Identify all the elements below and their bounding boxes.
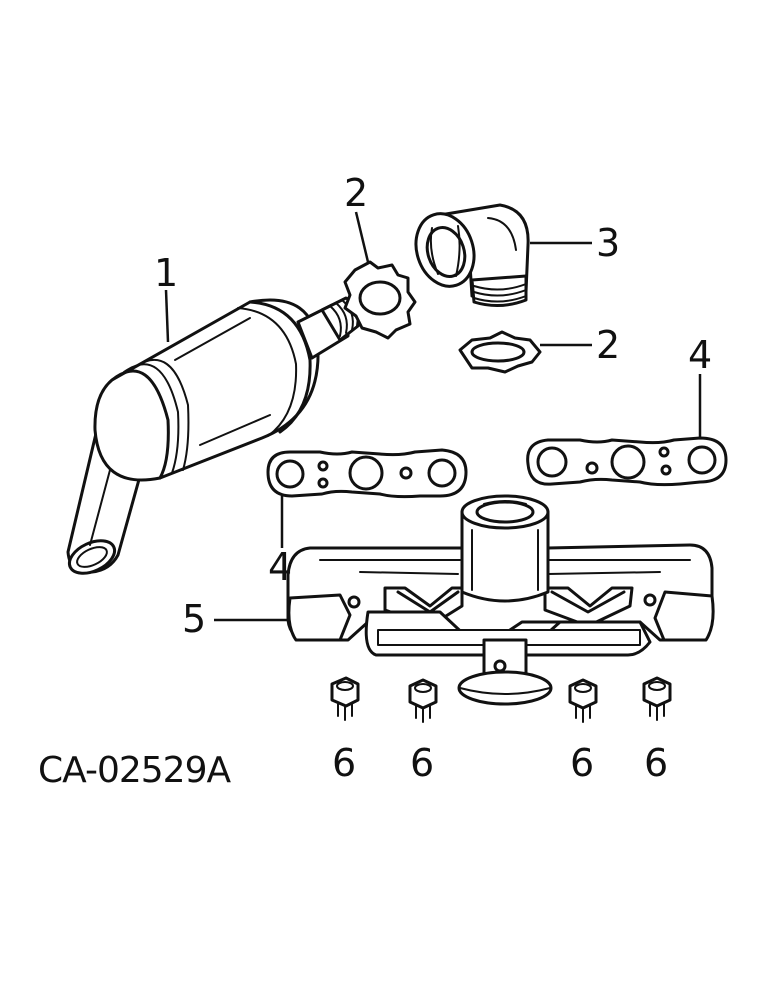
manifold-illustration xyxy=(286,494,715,706)
callout-nut-2: 6 xyxy=(410,741,434,785)
callout-gasket-left: 4 xyxy=(268,545,292,589)
callout-elbow: 3 xyxy=(596,221,620,265)
nut-3-illustration xyxy=(568,678,598,723)
nut-4-illustration xyxy=(642,676,672,721)
callout-lock-washer-lower: 2 xyxy=(596,323,620,367)
nut-2-illustration xyxy=(408,678,438,723)
nut-1-illustration xyxy=(330,676,360,721)
leader-lines xyxy=(164,211,702,622)
callout-gasket-right: 4 xyxy=(688,333,712,377)
lock-washer-lower-illustration xyxy=(458,330,542,374)
callout-muffler: 1 xyxy=(154,251,178,295)
elbow-illustration xyxy=(414,203,530,307)
muffler-illustration xyxy=(66,296,360,575)
gasket-right-illustration xyxy=(526,436,728,487)
lock-washer-upper-illustration xyxy=(343,260,417,340)
callout-nut-1: 6 xyxy=(332,741,356,785)
callout-nut-3: 6 xyxy=(570,741,594,785)
leader-lock-washer-upper xyxy=(354,211,370,263)
callout-nut-4: 6 xyxy=(644,741,668,785)
callout-manifold: 5 xyxy=(182,597,206,641)
gasket-left-illustration xyxy=(266,448,468,499)
figure-code: CA-02529A xyxy=(38,750,231,791)
callout-lock-washer-upper: 2 xyxy=(344,171,368,215)
leader-muffler xyxy=(164,289,170,343)
